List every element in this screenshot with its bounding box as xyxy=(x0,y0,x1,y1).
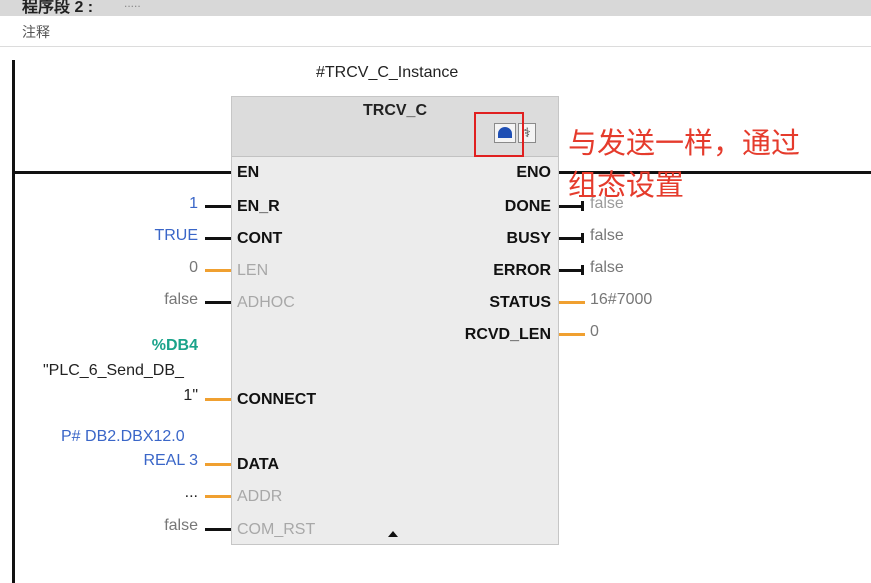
pin-len[interactable]: LEN xyxy=(237,262,269,279)
configuration-icon[interactable] xyxy=(494,123,516,143)
wire-len xyxy=(205,269,231,272)
annotation-line-1: 与发送一样，通过 xyxy=(568,126,801,160)
value-addr[interactable]: ... xyxy=(184,484,198,501)
power-rail xyxy=(12,60,15,583)
wire-status xyxy=(559,301,585,304)
wire-data xyxy=(205,463,231,466)
wire-en-r xyxy=(205,205,231,208)
wire-adhoc xyxy=(205,301,231,304)
pin-com-rst[interactable]: COM_RST xyxy=(237,521,316,538)
pin-en-r[interactable]: EN_R xyxy=(237,198,280,215)
value-done[interactable]: false xyxy=(590,195,624,212)
value-data-line2[interactable]: REAL 3 xyxy=(143,452,198,469)
value-error[interactable]: false xyxy=(590,259,624,276)
segment-title-placeholder[interactable]: ..... xyxy=(124,0,141,10)
configuration-icon-glyph xyxy=(498,127,512,138)
block-header: TRCV_C ⚕ xyxy=(232,97,558,157)
segment-comment[interactable]: 注释 xyxy=(0,16,871,47)
segment-title: 程序段 2 : xyxy=(22,0,94,16)
pin-addr[interactable]: ADDR xyxy=(237,488,283,505)
value-data-line1[interactable]: P# DB2.DBX12.0 xyxy=(61,428,185,445)
pin-en[interactable]: EN xyxy=(237,164,260,181)
wire-addr xyxy=(205,495,231,498)
value-adhoc[interactable]: false xyxy=(164,291,198,308)
value-status[interactable]: 16#7000 xyxy=(590,291,653,308)
value-busy[interactable]: false xyxy=(590,227,624,244)
wire-connect xyxy=(205,398,231,401)
pin-connect[interactable]: CONNECT xyxy=(237,391,317,408)
highlight-box xyxy=(474,112,524,157)
pin-rcvd-len[interactable]: RCVD_LEN xyxy=(464,326,551,343)
pin-data[interactable]: DATA xyxy=(237,456,280,473)
block-type-name: TRCV_C xyxy=(362,102,427,119)
wire-done xyxy=(559,205,583,208)
pin-status[interactable]: STATUS xyxy=(489,294,551,311)
power-wire-in xyxy=(15,171,231,174)
value-connect-name-line1[interactable]: "PLC_6_Send_DB_ xyxy=(43,362,184,379)
pin-done[interactable]: DONE xyxy=(504,198,551,215)
pin-eno[interactable]: ENO xyxy=(516,164,551,181)
value-connect-tag[interactable]: %DB4 xyxy=(151,337,198,354)
instance-name[interactable]: #TRCV_C_Instance xyxy=(316,64,459,81)
power-wire-out xyxy=(559,171,871,174)
annotation-line-2: 组态设置 xyxy=(568,168,685,202)
value-connect-name-line2[interactable]: 1" xyxy=(183,387,198,404)
wire-com-rst xyxy=(205,528,231,531)
comment-label: 注释 xyxy=(22,24,50,40)
value-en-r[interactable]: 1 xyxy=(189,195,198,212)
segment-header[interactable]: 程序段 2 : ..... xyxy=(0,0,871,16)
wire-rcvd-len xyxy=(559,333,585,336)
wire-cont xyxy=(205,237,231,240)
wire-done-end xyxy=(581,201,584,211)
wire-busy-end xyxy=(581,233,584,243)
value-rcvd-len[interactable]: 0 xyxy=(590,323,599,340)
pin-busy[interactable]: BUSY xyxy=(506,230,551,247)
value-len[interactable]: 0 xyxy=(189,259,198,276)
wire-error-end xyxy=(581,265,584,275)
value-cont[interactable]: TRUE xyxy=(154,227,198,244)
expand-arrow-icon[interactable] xyxy=(388,531,398,537)
value-com-rst[interactable]: false xyxy=(164,517,198,534)
pin-cont[interactable]: CONT xyxy=(237,230,283,247)
wire-error xyxy=(559,269,583,272)
annotation-note: 与发送一样，通过 组态设置 xyxy=(568,122,800,206)
pin-error[interactable]: ERROR xyxy=(493,262,551,279)
trcv-c-block[interactable]: TRCV_C ⚕ xyxy=(231,96,559,545)
pin-adhoc[interactable]: ADHOC xyxy=(237,294,295,311)
wire-busy xyxy=(559,237,583,240)
